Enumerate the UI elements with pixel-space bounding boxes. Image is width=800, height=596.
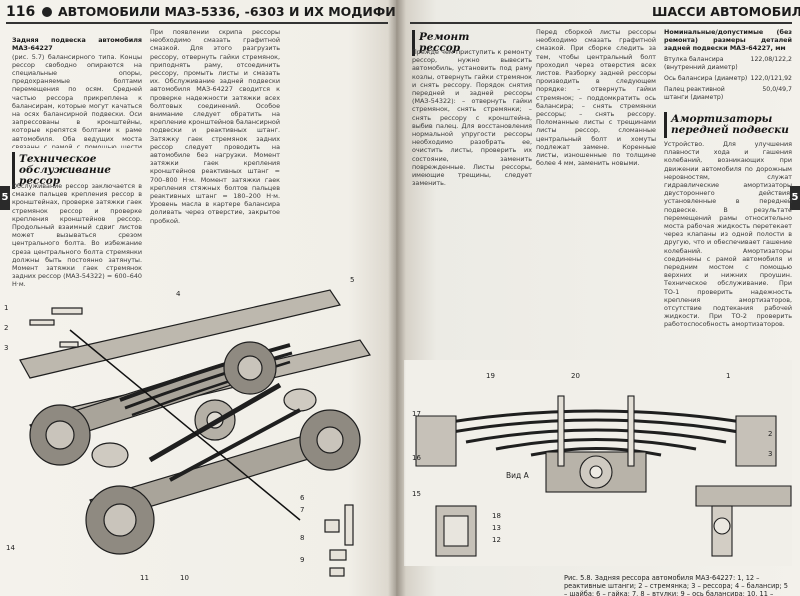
- right-column-2: Перед сборкой листы рессоры необходимо с…: [536, 28, 656, 168]
- svg-text:16: 16: [412, 454, 421, 462]
- svg-text:14: 14: [6, 544, 15, 552]
- suspension-illustration: 1 2 3 4 5 14 11 10 6 7 8 9: [4, 276, 371, 582]
- svg-text:10: 10: [180, 574, 189, 582]
- spec-value: 122,0/121,92: [750, 75, 792, 82]
- header-rule: [6, 22, 388, 24]
- svg-text:20: 20: [571, 372, 580, 380]
- spec-table-title: Номинальные/допустимые (без ремонта) раз…: [664, 28, 792, 52]
- svg-text:17: 17: [412, 410, 421, 418]
- svg-text:9: 9: [300, 556, 304, 564]
- svg-text:1: 1: [726, 372, 730, 380]
- left-page-header: 116 АВТОМОБИЛИ МАЗ-5336, -6303 И ИХ МОДИ…: [6, 4, 396, 20]
- svg-text:2: 2: [768, 430, 772, 438]
- section-heading: Техническое обслуживание рессор: [12, 152, 143, 189]
- left-column-1-bottom: Обслуживание рессор заключается в смазке…: [12, 182, 142, 289]
- col1-text: (рис. 5.7) балансирного типа. Концы ресс…: [12, 52, 142, 148]
- header-rule: [410, 22, 792, 24]
- right-page-header: ШАССИ АВТОМОБИЛЯ 117: [652, 4, 800, 20]
- figure-caption: Рис. 5.8. Задняя рессора автомобиля МАЗ-…: [564, 574, 788, 596]
- svg-text:18: 18: [492, 512, 501, 520]
- svg-text:8: 8: [300, 534, 304, 542]
- svg-text:11: 11: [140, 574, 149, 582]
- svg-text:1: 1: [4, 304, 8, 312]
- left-column-2: При появлении скрипа рессоры необходимо …: [150, 28, 280, 225]
- view-label: Вид А: [506, 471, 530, 480]
- left-page-number: 116: [6, 4, 36, 20]
- right-page: ШАССИ АВТОМОБИЛЯ 117 5 Ремонт рессор Пре…: [396, 0, 800, 596]
- left-column-1-top: Задняя подвеска автомобиля МАЗ-64227 (ри…: [12, 28, 142, 148]
- chapter-tab: 5: [0, 186, 10, 210]
- right-column-1: Прежде чем приступить к ремонту рессор, …: [412, 48, 532, 188]
- section-heading: Амортизаторы передней подвески: [664, 112, 793, 138]
- right-column-3: Устройство. Для улучшения плавности хода…: [664, 140, 792, 329]
- svg-text:12: 12: [492, 536, 501, 544]
- spec-row: Палец реактивной штанги (диаметр) 50,0/4…: [664, 86, 792, 102]
- svg-text:3: 3: [4, 344, 8, 352]
- spec-value: 50,0/49,7: [762, 86, 792, 93]
- spec-row: Втулка балансира (внутренний диаметр) 12…: [664, 56, 792, 72]
- svg-text:4: 4: [176, 290, 181, 298]
- chapter-tab: 5: [790, 186, 800, 210]
- svg-text:6: 6: [300, 494, 305, 502]
- spec-row: Ось балансира (диаметр) 122,0/121,92: [664, 75, 792, 83]
- spec-label: Ось балансира (диаметр): [664, 75, 748, 82]
- col1-title: Задняя подвеска автомобиля МАЗ-64227: [12, 36, 142, 53]
- spec-value: 122,08/122,2: [750, 56, 792, 63]
- spec-label: Палец реактивной штанги (диаметр): [664, 86, 725, 101]
- bullet-icon: [41, 7, 52, 17]
- svg-text:3: 3: [768, 450, 772, 458]
- svg-text:13: 13: [492, 524, 501, 532]
- svg-text:2: 2: [4, 324, 8, 332]
- svg-text:5: 5: [350, 276, 354, 284]
- section-heading: Ремонт рессор: [412, 30, 513, 56]
- spec-label: Втулка балансира (внутренний диаметр): [664, 56, 738, 71]
- right-running-title: ШАССИ АВТОМОБИЛЯ: [652, 4, 800, 19]
- svg-text:19: 19: [486, 372, 495, 380]
- left-page: 116 АВТОМОБИЛИ МАЗ-5336, -6303 И ИХ МОДИ…: [0, 0, 396, 596]
- left-running-title: АВТОМОБИЛИ МАЗ-5336, -6303 И ИХ МОДИФИКА…: [57, 4, 396, 19]
- svg-text:15: 15: [412, 490, 421, 498]
- spec-table: Втулка балансира (внутренний диаметр) 12…: [664, 56, 792, 102]
- svg-text:7: 7: [300, 506, 304, 514]
